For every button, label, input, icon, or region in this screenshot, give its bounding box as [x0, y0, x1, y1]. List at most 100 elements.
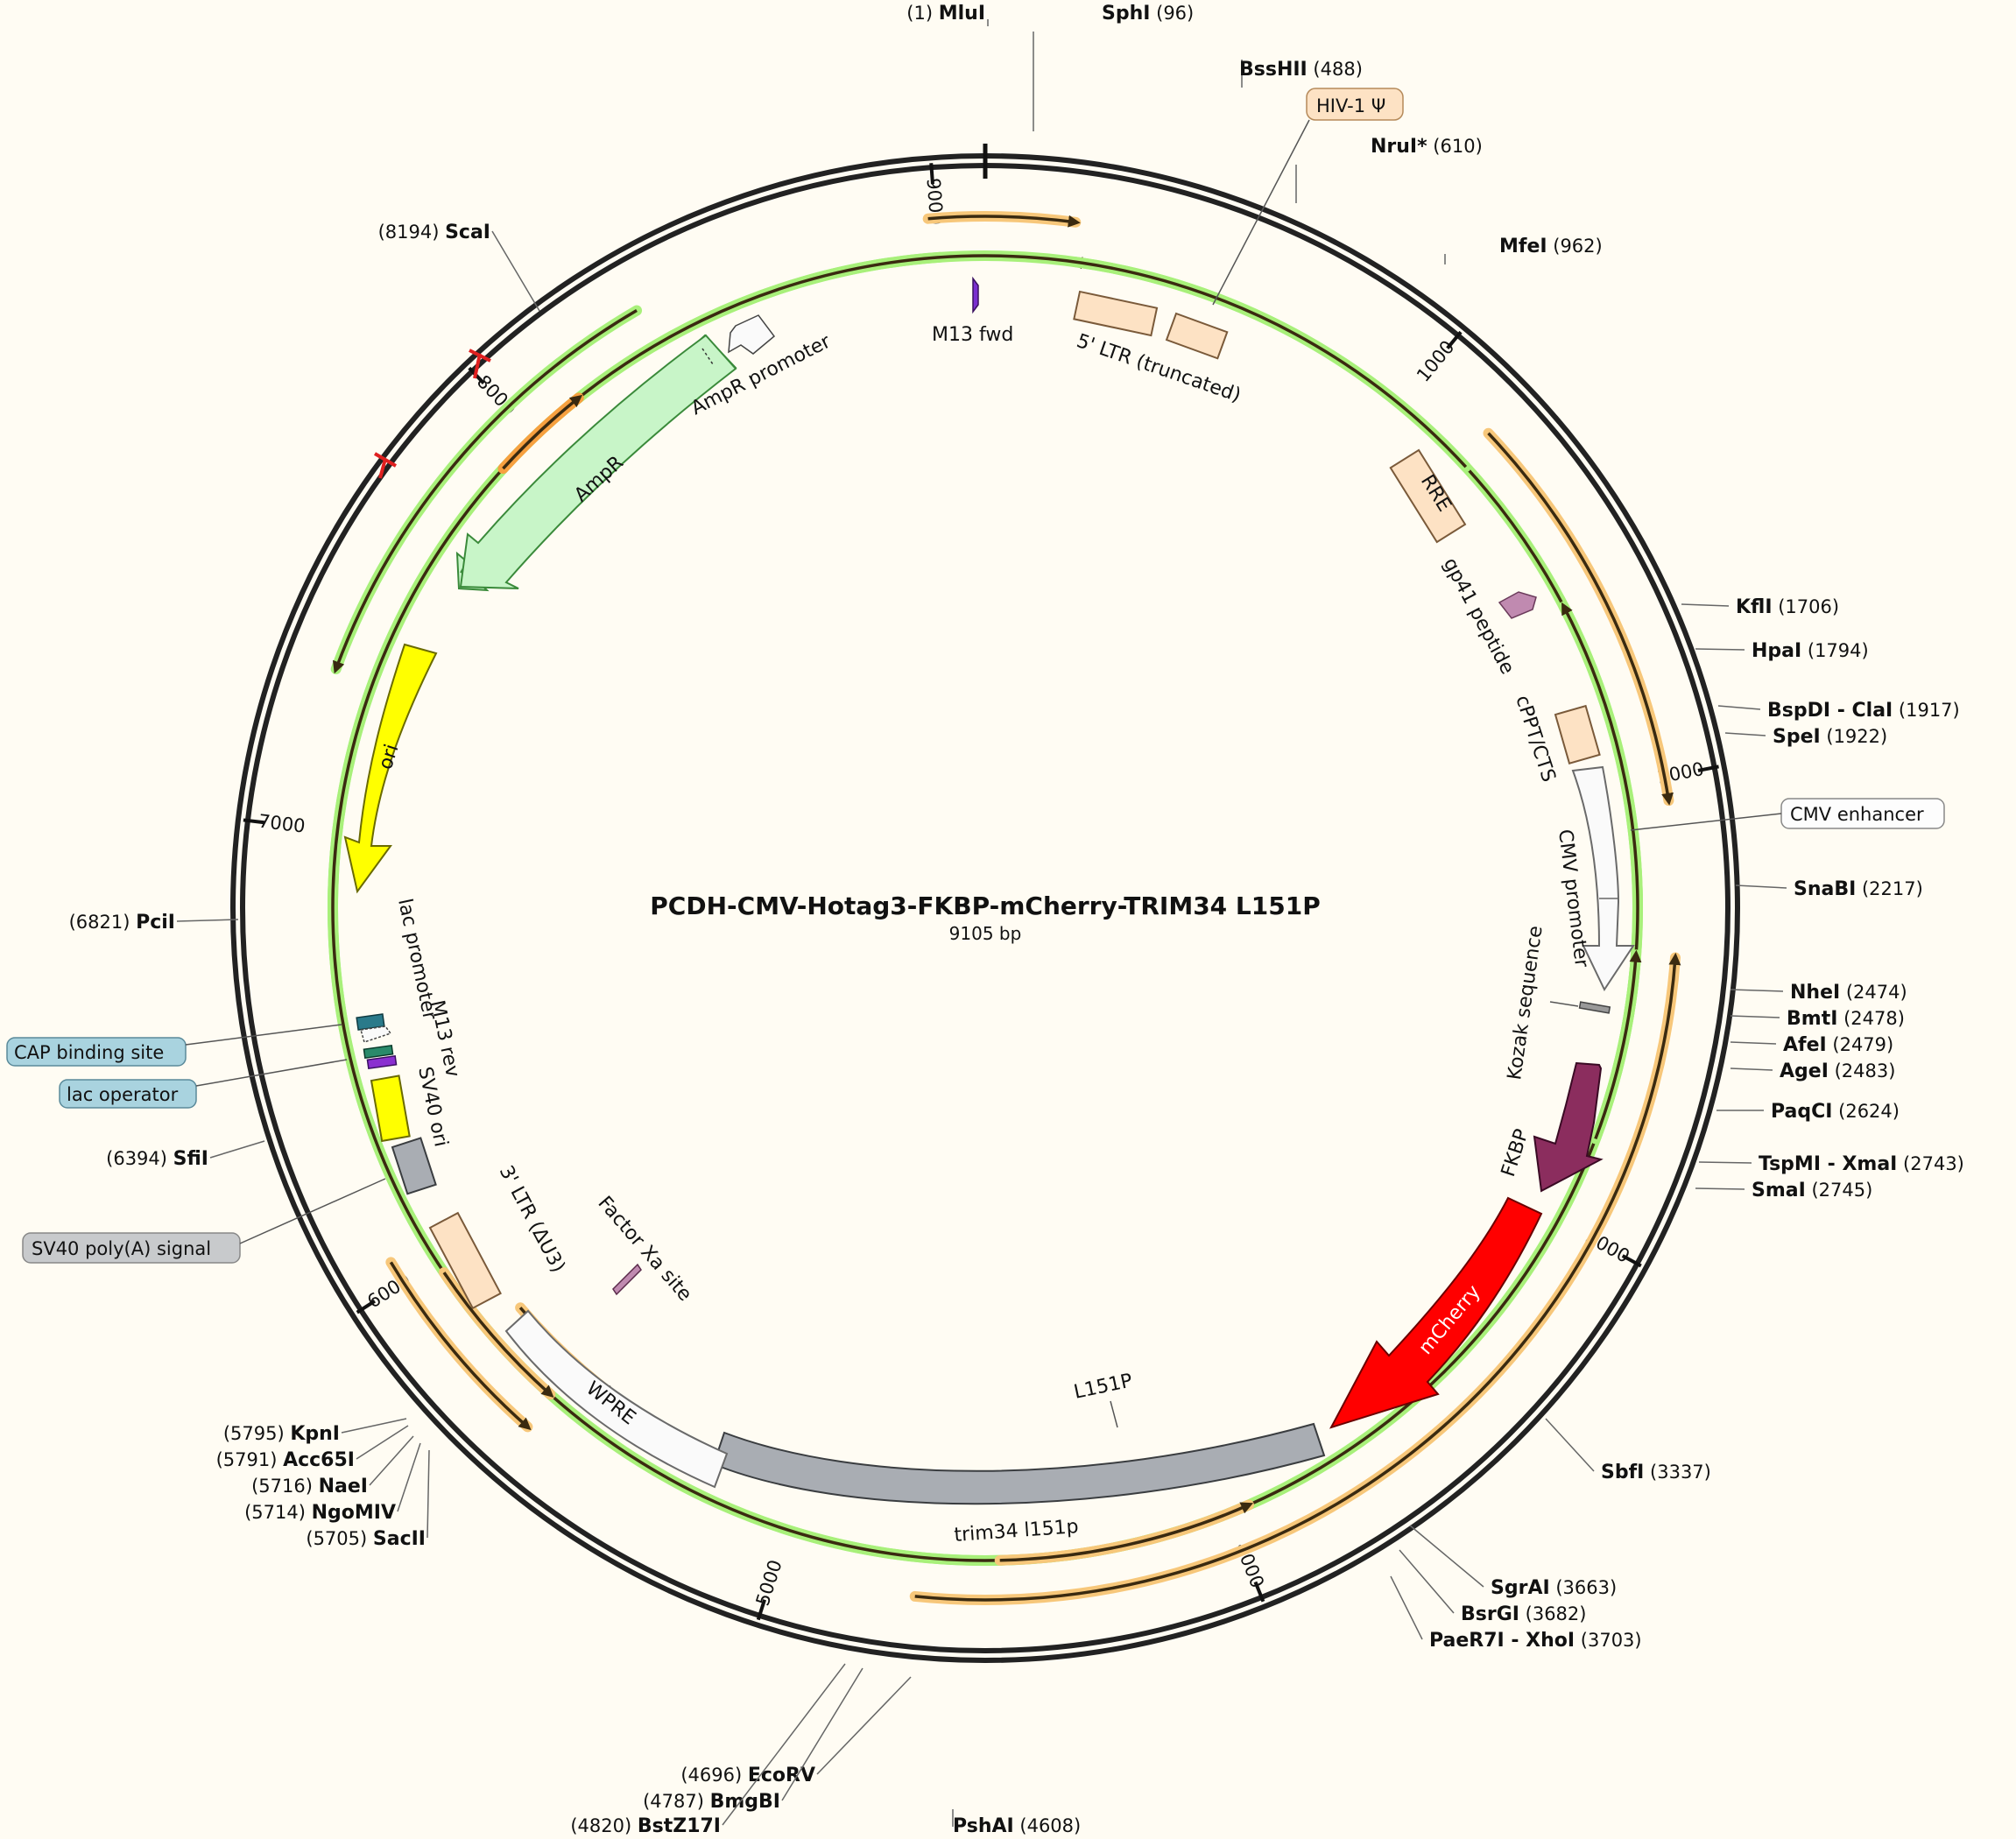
plasmid-length: 9105 bp: [949, 923, 1022, 944]
site-bmgbi[interactable]: (4787) BmgBI: [643, 1667, 863, 1813]
tick-mark: [356, 1300, 376, 1314]
site-sgrai[interactable]: SgrAI (3663): [1409, 1525, 1617, 1599]
site-leader: [209, 1140, 265, 1159]
site-bstz17i[interactable]: (4820) BstZ17I: [570, 1663, 846, 1837]
site-kfli[interactable]: KflI (1706): [1681, 596, 1839, 618]
kozak-label: Kozak sequence: [1504, 925, 1547, 1082]
site-pcii[interactable]: (6821) PciI: [69, 912, 239, 934]
site-label: (5716) NaeI: [251, 1476, 368, 1497]
tick-label: 7000: [257, 811, 307, 837]
site-label: SbfI (3337): [1601, 1462, 1711, 1483]
site-label: PaqCI (2624): [1771, 1101, 1900, 1123]
site-bmti[interactable]: BmtI (2478): [1730, 1008, 1905, 1030]
m13rev-mark[interactable]: [366, 1054, 398, 1070]
cppt-label: cPPT/CTS: [1511, 693, 1559, 785]
site-bsshii[interactable]: BssHII (488): [1239, 59, 1363, 88]
sv40-polya-label: SV40 poly(A) signal: [32, 1238, 211, 1259]
lac-operator-mark[interactable]: [363, 1044, 394, 1060]
ltr5-box-2[interactable]: [1165, 312, 1229, 360]
orf-right-1[interactable]: [1487, 432, 1674, 806]
ampr-promoter-arrow[interactable]: [728, 314, 776, 355]
orf-left-1[interactable]: [389, 1261, 532, 1431]
site-mlui[interactable]: (1) MluI: [906, 3, 989, 26]
site-leader: [1730, 1067, 1773, 1071]
site-mfei[interactable]: MfeI (962): [1444, 236, 1603, 264]
ltr5-box-1[interactable]: [1073, 290, 1159, 337]
orf-8000[interactable]: [502, 394, 583, 470]
site-leader: [1695, 648, 1745, 651]
orf-left-2[interactable]: [442, 1272, 554, 1399]
orf-top-1[interactable]: [927, 215, 1081, 228]
factor-xa-mark[interactable]: [612, 1263, 642, 1296]
site-scai[interactable]: (8194) ScaI: [378, 222, 540, 312]
site-leader: [491, 230, 540, 312]
sv40-polya-box[interactable]: [391, 1137, 437, 1195]
site-snabi[interactable]: SnaBI (2217): [1735, 878, 1923, 900]
site-leader: [1399, 1549, 1455, 1614]
m13fwd-mark[interactable]: [972, 276, 979, 314]
orf-arrows: [328, 211, 1681, 1605]
orf-right-4[interactable]: [914, 952, 1681, 1602]
cmv-enhancer-label: CMV enhancer: [1790, 804, 1924, 825]
site-leader: [1730, 1015, 1780, 1018]
site-afei[interactable]: AfeI (2479): [1730, 1034, 1893, 1056]
ori-arrow[interactable]: [343, 643, 438, 894]
site-smai[interactable]: SmaI (2745): [1695, 1180, 1872, 1201]
site-paqci[interactable]: PaqCI (2624): [1716, 1101, 1900, 1123]
mcherry-arrow[interactable]: [1329, 1196, 1543, 1429]
site-leader: [341, 1418, 407, 1434]
tick-mark: [929, 163, 934, 185]
site-sphi[interactable]: SphI (96): [1033, 3, 1194, 131]
site-leader: [722, 1663, 846, 1826]
cppt-box[interactable]: [1554, 704, 1601, 764]
orf-right-3[interactable]: [1594, 949, 1642, 1140]
site-nhei[interactable]: NheI (2474): [1730, 982, 1907, 1004]
hiv-psi-box: [1306, 88, 1404, 121]
site-ecorv[interactable]: (4696) EcoRV: [680, 1676, 912, 1786]
ltr3-box[interactable]: [428, 1211, 502, 1310]
ampr-body[interactable]: [459, 334, 737, 589]
site-label: SpeI (1922): [1773, 726, 1887, 748]
trim34-arrow[interactable]: [712, 1422, 1326, 1505]
site-label: (5714) NgoMIV: [244, 1502, 396, 1524]
site-sfii[interactable]: (6394) SfiI: [106, 1140, 265, 1170]
site-label: BssHII (488): [1239, 59, 1363, 81]
site-acc65i[interactable]: (5791) Acc65I: [216, 1425, 409, 1471]
site-label: TspMI - XmaI (2743): [1759, 1153, 1964, 1175]
site-pshai[interactable]: PshAI (4608): [952, 1809, 1081, 1837]
site-paer7i-xhoi[interactable]: PaeR7I - XhoI (3703): [1390, 1575, 1642, 1652]
site-tspmi-xmai[interactable]: TspMI - XmaI (2743): [1698, 1153, 1964, 1175]
plasmid-title: PCDH-CMV-Hotag3-FKBP-mCherry-TRIM34 L151…: [650, 891, 1320, 920]
factor-xa-label: Factor Xa site: [593, 1193, 695, 1306]
site-label: (4696) EcoRV: [680, 1765, 815, 1786]
fkbp-arrow[interactable]: [1533, 1061, 1604, 1193]
orf-ampr-1[interactable]: [332, 309, 638, 674]
site-leader: [1730, 989, 1784, 992]
wpre-box[interactable]: [504, 1309, 729, 1489]
kozak-mark[interactable]: [1578, 1001, 1611, 1014]
orf-bottom-1[interactable]: [999, 1502, 1254, 1562]
tick-mark: [1621, 1254, 1642, 1268]
site-naei[interactable]: (5716) NaeI: [251, 1435, 414, 1497]
cmv-arrow[interactable]: [1571, 765, 1635, 992]
site-ngomiv[interactable]: (5714) NgoMIV: [244, 1442, 421, 1524]
site-nrui-[interactable]: NruI* (610): [1295, 136, 1483, 203]
site-leader: [369, 1435, 414, 1486]
site-label: (5795) KpnI: [223, 1423, 340, 1445]
site-sbfi[interactable]: SbfI (3337): [1545, 1418, 1711, 1483]
site-agei[interactable]: AgeI (2483): [1730, 1060, 1895, 1082]
site-bspdi-clai[interactable]: BspDI - ClaI (1917): [1717, 700, 1960, 722]
site-bsrgi[interactable]: BsrGI (3682): [1399, 1549, 1586, 1625]
site-hpai[interactable]: HpaI (1794): [1695, 640, 1869, 662]
site-label: (5791) Acc65I: [216, 1449, 355, 1471]
site-leader: [781, 1667, 863, 1801]
site-label: (6394) SfiI: [106, 1148, 208, 1170]
rre-box[interactable]: [1389, 448, 1467, 544]
site-spei[interactable]: SpeI (1922): [1724, 726, 1887, 748]
gp41-mark[interactable]: [1498, 591, 1537, 619]
site-sacii[interactable]: (5705) SacII: [306, 1449, 430, 1550]
sv40-ori-box[interactable]: [370, 1075, 411, 1143]
lac-promoter-mark[interactable]: [360, 1025, 392, 1043]
site-kpni[interactable]: (5795) KpnI: [223, 1418, 407, 1445]
sv40-polya-leader: [239, 1178, 386, 1244]
